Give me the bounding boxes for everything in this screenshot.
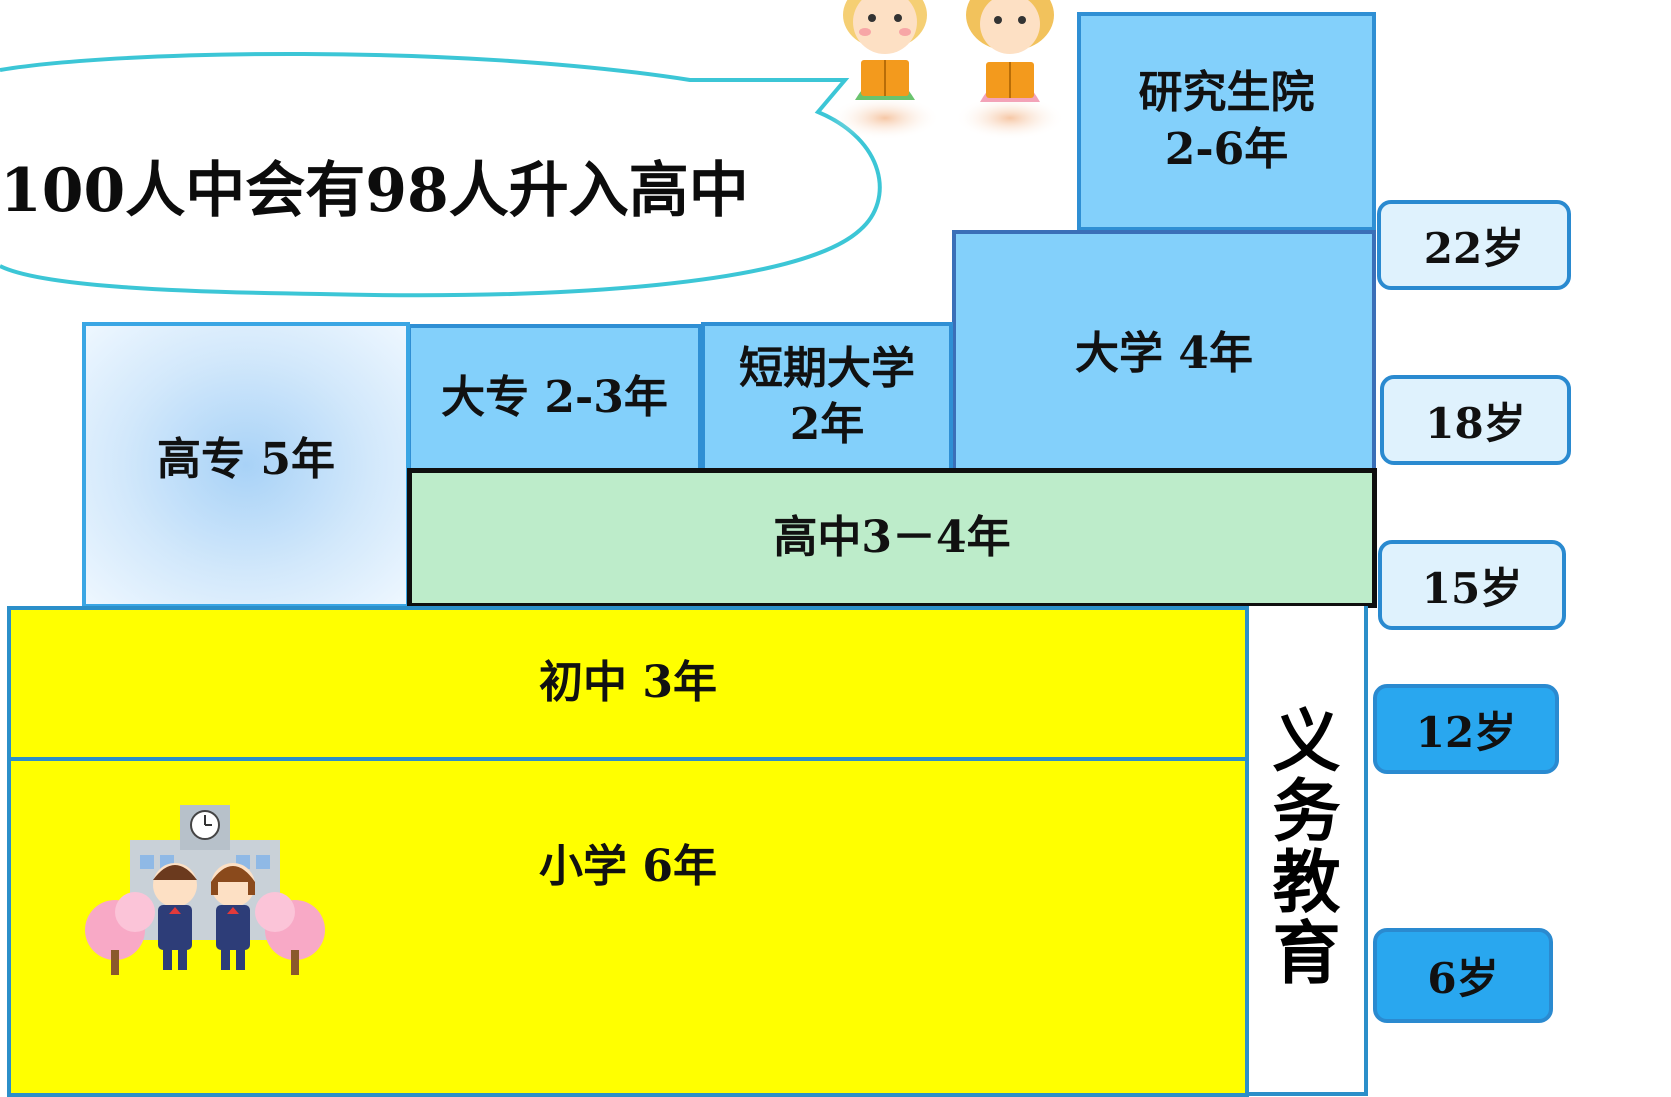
callout-text: 100人中会有98人升入高中 — [0, 156, 749, 226]
middle-school-label: 初中 3年 — [539, 657, 717, 709]
stage-graduate-school: 研究生院 2-6年 — [1077, 12, 1376, 231]
stage-technical-college: 高专 5年 — [82, 322, 410, 608]
stage-high-school: 高中3－4年 — [407, 468, 1377, 608]
stage-vocational-college: 大专 2-3年 — [407, 324, 702, 472]
high-school-label: 高中3－4年 — [773, 511, 1011, 563]
vocational-college-label: 大专 2-3年 — [441, 371, 668, 423]
compulsory-char-1: 义 — [1272, 702, 1341, 782]
age-marker-6: 6岁 — [1373, 928, 1553, 1023]
stage-university: 大学 4年 — [952, 230, 1376, 472]
age-marker-12: 12岁 — [1373, 684, 1559, 774]
school-building-children-sakura-icon — [85, 805, 325, 975]
age-marker-22: 22岁 — [1377, 200, 1571, 290]
compulsory-char-3: 教 — [1272, 844, 1341, 923]
elementary-school-label: 小学 6年 — [539, 841, 717, 892]
compulsory-education-label: 义 务 教 育 — [1245, 606, 1368, 1096]
junior-college-name: 短期大学 — [739, 342, 915, 394]
stage-junior-college: 短期大学 2年 — [701, 322, 953, 472]
speech-bubble — [0, 51, 882, 298]
stage-middle-school: 初中 3年 — [7, 606, 1249, 761]
compulsory-char-4: 育 — [1272, 914, 1341, 994]
university-label: 大学 4年 — [1075, 328, 1253, 379]
technical-college-label: 高专 5年 — [157, 433, 335, 485]
graduate-school-name: 研究生院 — [1138, 67, 1315, 119]
children-reading-books-icon — [830, 0, 1065, 140]
compulsory-char-2: 务 — [1272, 773, 1341, 853]
graduate-school-duration: 2-6年 — [1164, 123, 1289, 175]
age-marker-18: 18岁 — [1380, 375, 1571, 465]
junior-college-duration: 2年 — [789, 399, 865, 450]
age-marker-15: 15岁 — [1378, 540, 1566, 630]
